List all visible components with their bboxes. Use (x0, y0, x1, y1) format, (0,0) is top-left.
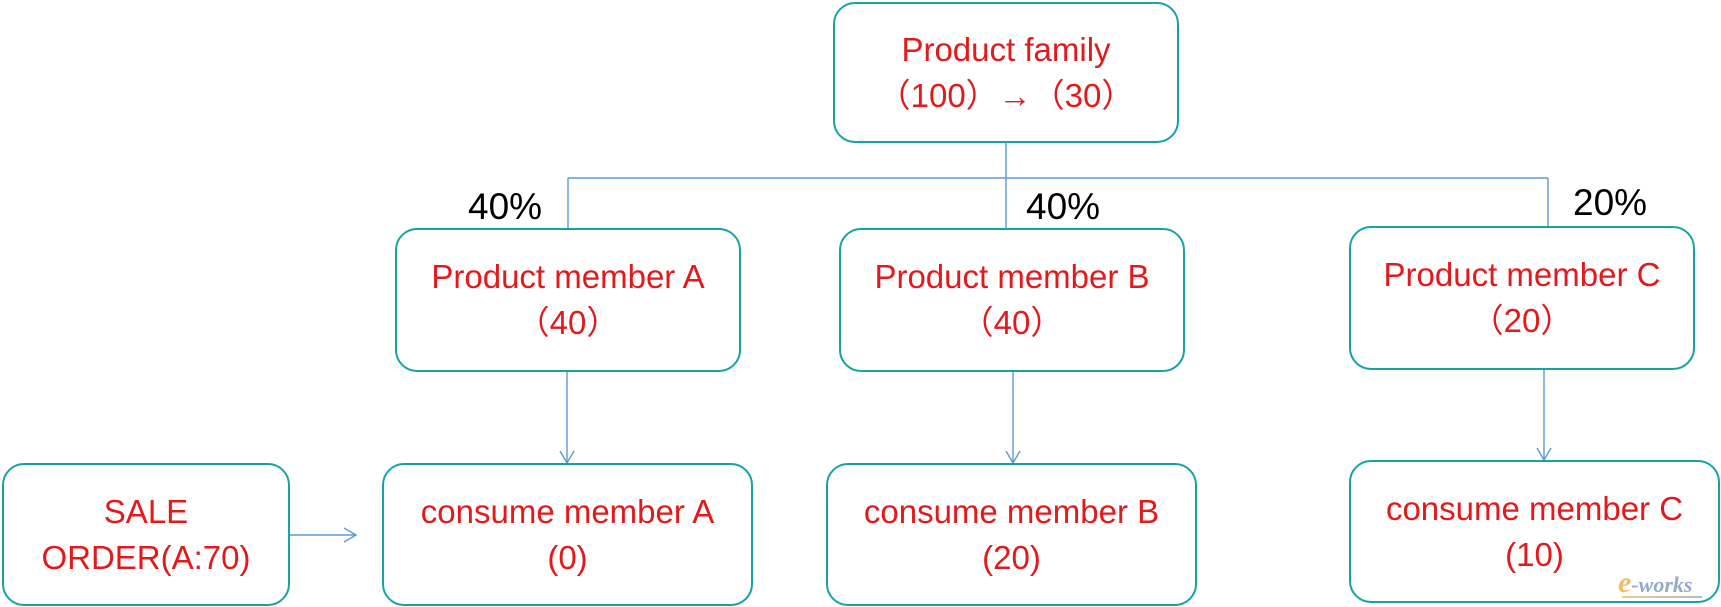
product-member-b-box: Product member B （40） (839, 228, 1185, 372)
percentage-member-b: 40% (1026, 186, 1101, 227)
product-member-c-label: Product member C (1383, 256, 1661, 294)
consume-member-a-label: consume member A (420, 492, 715, 530)
product-family-box: Product family （100）→（30） (833, 2, 1179, 143)
consume-member-b-label: consume member B (863, 492, 1160, 530)
product-member-a-box: Product member A （40） (395, 228, 741, 372)
product-family-label: Product family (901, 30, 1111, 68)
consume-member-b-quantity: (20) (982, 538, 1041, 576)
percentage-member-c: 20% (1573, 182, 1648, 223)
consume-member-c-label: consume member C (1385, 489, 1684, 527)
sale-order-label: SALE (103, 492, 189, 530)
product-member-b-label: Product member B (874, 258, 1150, 296)
product-member-a-quantity: （40） (516, 304, 620, 341)
product-member-c-quantity: （20） (1470, 302, 1574, 339)
eworks-watermark-logo: e-works (1618, 566, 1692, 600)
consume-member-a-box: consume member A (0) (382, 463, 753, 606)
product-member-c-box: Product member C （20） (1349, 226, 1695, 370)
consume-member-b-box: consume member B (20) (826, 463, 1197, 606)
consume-member-c-box: consume member C (10) (1349, 460, 1720, 603)
product-member-b-quantity: （40） (960, 304, 1064, 341)
sale-order-box: SALE ORDER(A:70) (2, 463, 290, 606)
percentage-member-a: 40% (468, 186, 543, 227)
product-family-quantity: （100）→（30） (877, 76, 1135, 114)
watermark-suffix: -works (1631, 572, 1693, 597)
product-member-a-label: Product member A (431, 258, 705, 296)
consume-member-a-quantity: (0) (547, 538, 588, 576)
consume-member-c-quantity: (10) (1505, 535, 1564, 573)
watermark-underline (1622, 596, 1702, 598)
sale-order-quantity: ORDER(A:70) (41, 538, 251, 576)
watermark-prefix: e (1618, 566, 1632, 599)
